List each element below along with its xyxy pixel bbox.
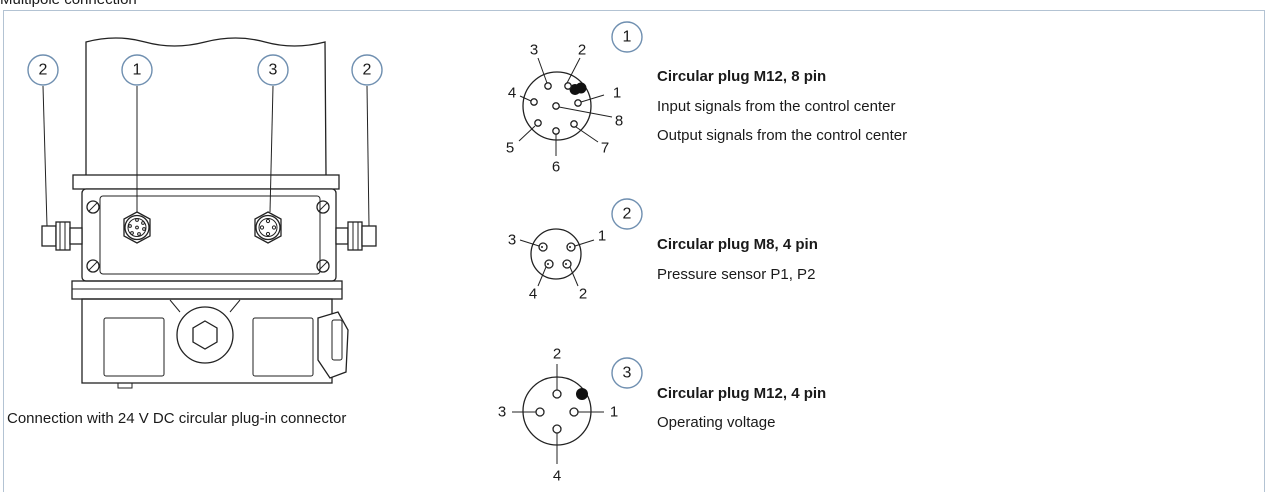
- cable-gland-icon: [317, 311, 349, 379]
- callout-badge: 2: [611, 198, 643, 230]
- plug-description: Output signals from the control center: [657, 127, 908, 144]
- callout-badge: 2: [27, 54, 59, 86]
- svg-text:3: 3: [498, 404, 506, 421]
- callout-badge: 3: [611, 357, 643, 389]
- screw-icon: [86, 200, 330, 273]
- svg-text:1: 1: [610, 404, 618, 421]
- plug-heading: Circular plug M12, 8 pin: [657, 68, 827, 85]
- callout-badge: 3: [257, 54, 289, 86]
- svg-text:3: 3: [269, 62, 278, 79]
- plug-heading: Circular plug M12, 4 pin: [657, 385, 827, 402]
- device-caption: Connection with 24 V DC circular plug-in…: [7, 410, 347, 427]
- svg-text:7: 7: [601, 140, 609, 157]
- plug-description: Pressure sensor P1, P2: [657, 266, 816, 283]
- front-connector-m12-8pin: [123, 211, 151, 244]
- svg-text:5: 5: [506, 140, 514, 157]
- callout-badge: 1: [611, 21, 643, 53]
- page-title: Multipole connection: [0, 0, 137, 9]
- svg-text:2: 2: [623, 206, 632, 223]
- svg-text:1: 1: [133, 62, 142, 79]
- svg-text:3: 3: [530, 42, 538, 59]
- hex-port-icon: [169, 299, 241, 364]
- front-connector-m12-4pin: [254, 211, 282, 244]
- svg-text:3: 3: [508, 232, 516, 249]
- svg-text:1: 1: [613, 85, 621, 102]
- svg-text:4: 4: [553, 468, 561, 485]
- svg-text:6: 6: [552, 159, 560, 176]
- callout-badge: 2: [351, 54, 383, 86]
- plug-description: Input signals from the control center: [657, 98, 896, 115]
- plug-description: Operating voltage: [657, 414, 776, 431]
- svg-text:4: 4: [529, 286, 537, 303]
- svg-text:2: 2: [363, 62, 372, 79]
- svg-text:8: 8: [615, 113, 623, 130]
- pinout-m12-8pin: 1 2 3 4 5 6 7 8 1: [506, 21, 643, 176]
- plug-heading: Circular plug M8, 4 pin: [657, 236, 818, 253]
- svg-text:2: 2: [578, 42, 586, 59]
- svg-text:2: 2: [553, 346, 561, 363]
- pinout-m8-4pin: 3 1 4 2 2: [508, 198, 643, 303]
- side-connector-left: [41, 221, 83, 251]
- svg-text:3: 3: [623, 365, 632, 382]
- svg-text:1: 1: [598, 228, 606, 245]
- content-panel: [3, 10, 1265, 492]
- svg-text:4: 4: [508, 85, 516, 102]
- svg-text:2: 2: [579, 286, 587, 303]
- callout-badge: 1: [121, 54, 153, 86]
- side-connector-right: [335, 221, 377, 251]
- pinout-m12-4pin: 2 1 4 3 3: [498, 346, 643, 485]
- device-drawing: 2 1 3 2: [27, 37, 383, 389]
- svg-text:2: 2: [39, 62, 48, 79]
- svg-text:1: 1: [623, 29, 632, 46]
